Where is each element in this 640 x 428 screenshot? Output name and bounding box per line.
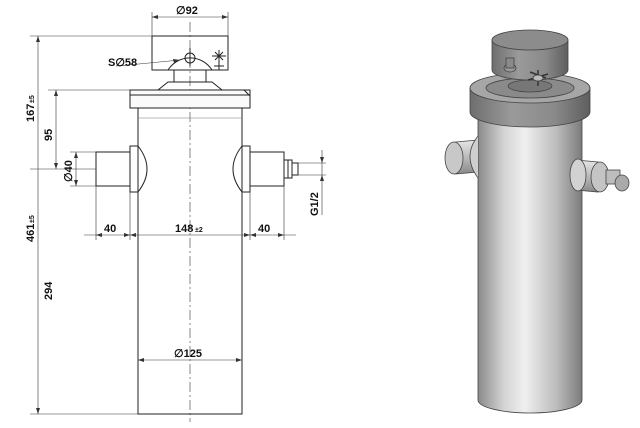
dim-body-diameter: ∅125 — [174, 348, 202, 360]
dim-port-thread: G1/2 — [309, 192, 321, 216]
dim-pin-span-tol: ±2 — [195, 227, 203, 234]
dim-head-diameter: ∅92 — [176, 5, 198, 17]
dim-total-height: 461 — [25, 224, 37, 242]
right-trunnion-pin — [232, 145, 299, 193]
dim-upper-height: 167 — [25, 104, 37, 122]
dim-total-height-tol: ±5 — [29, 215, 36, 223]
dim-left-pin-length: 40 — [104, 223, 116, 235]
grease-fitting — [212, 50, 226, 70]
isometric-render — [444, 29, 630, 414]
dimension-arrows — [36, 15, 324, 414]
render-fittings — [503, 57, 549, 86]
dim-pin-diameter: ∅40 — [63, 160, 75, 182]
dim-right-pin-length: 40 — [258, 223, 270, 235]
cylinder-body — [137, 108, 243, 415]
head-cap — [151, 35, 229, 71]
left-trunnion-pin — [95, 145, 148, 193]
dim-pin-height: 95 — [43, 129, 55, 141]
render-body — [477, 109, 583, 414]
top-collar — [129, 89, 251, 109]
dim-pin-span: 148 — [175, 223, 193, 235]
orthographic-view: ∅92 S∅58 167 ±5 461 ±5 95 ∅40 294 G1/2 — [25, 5, 326, 422]
dimension-lines — [30, 12, 326, 415]
dim-ball-diameter: S∅58 — [108, 57, 137, 69]
dim-lower-height: 294 — [43, 281, 55, 300]
dim-upper-height-tol: ±5 — [29, 95, 36, 103]
